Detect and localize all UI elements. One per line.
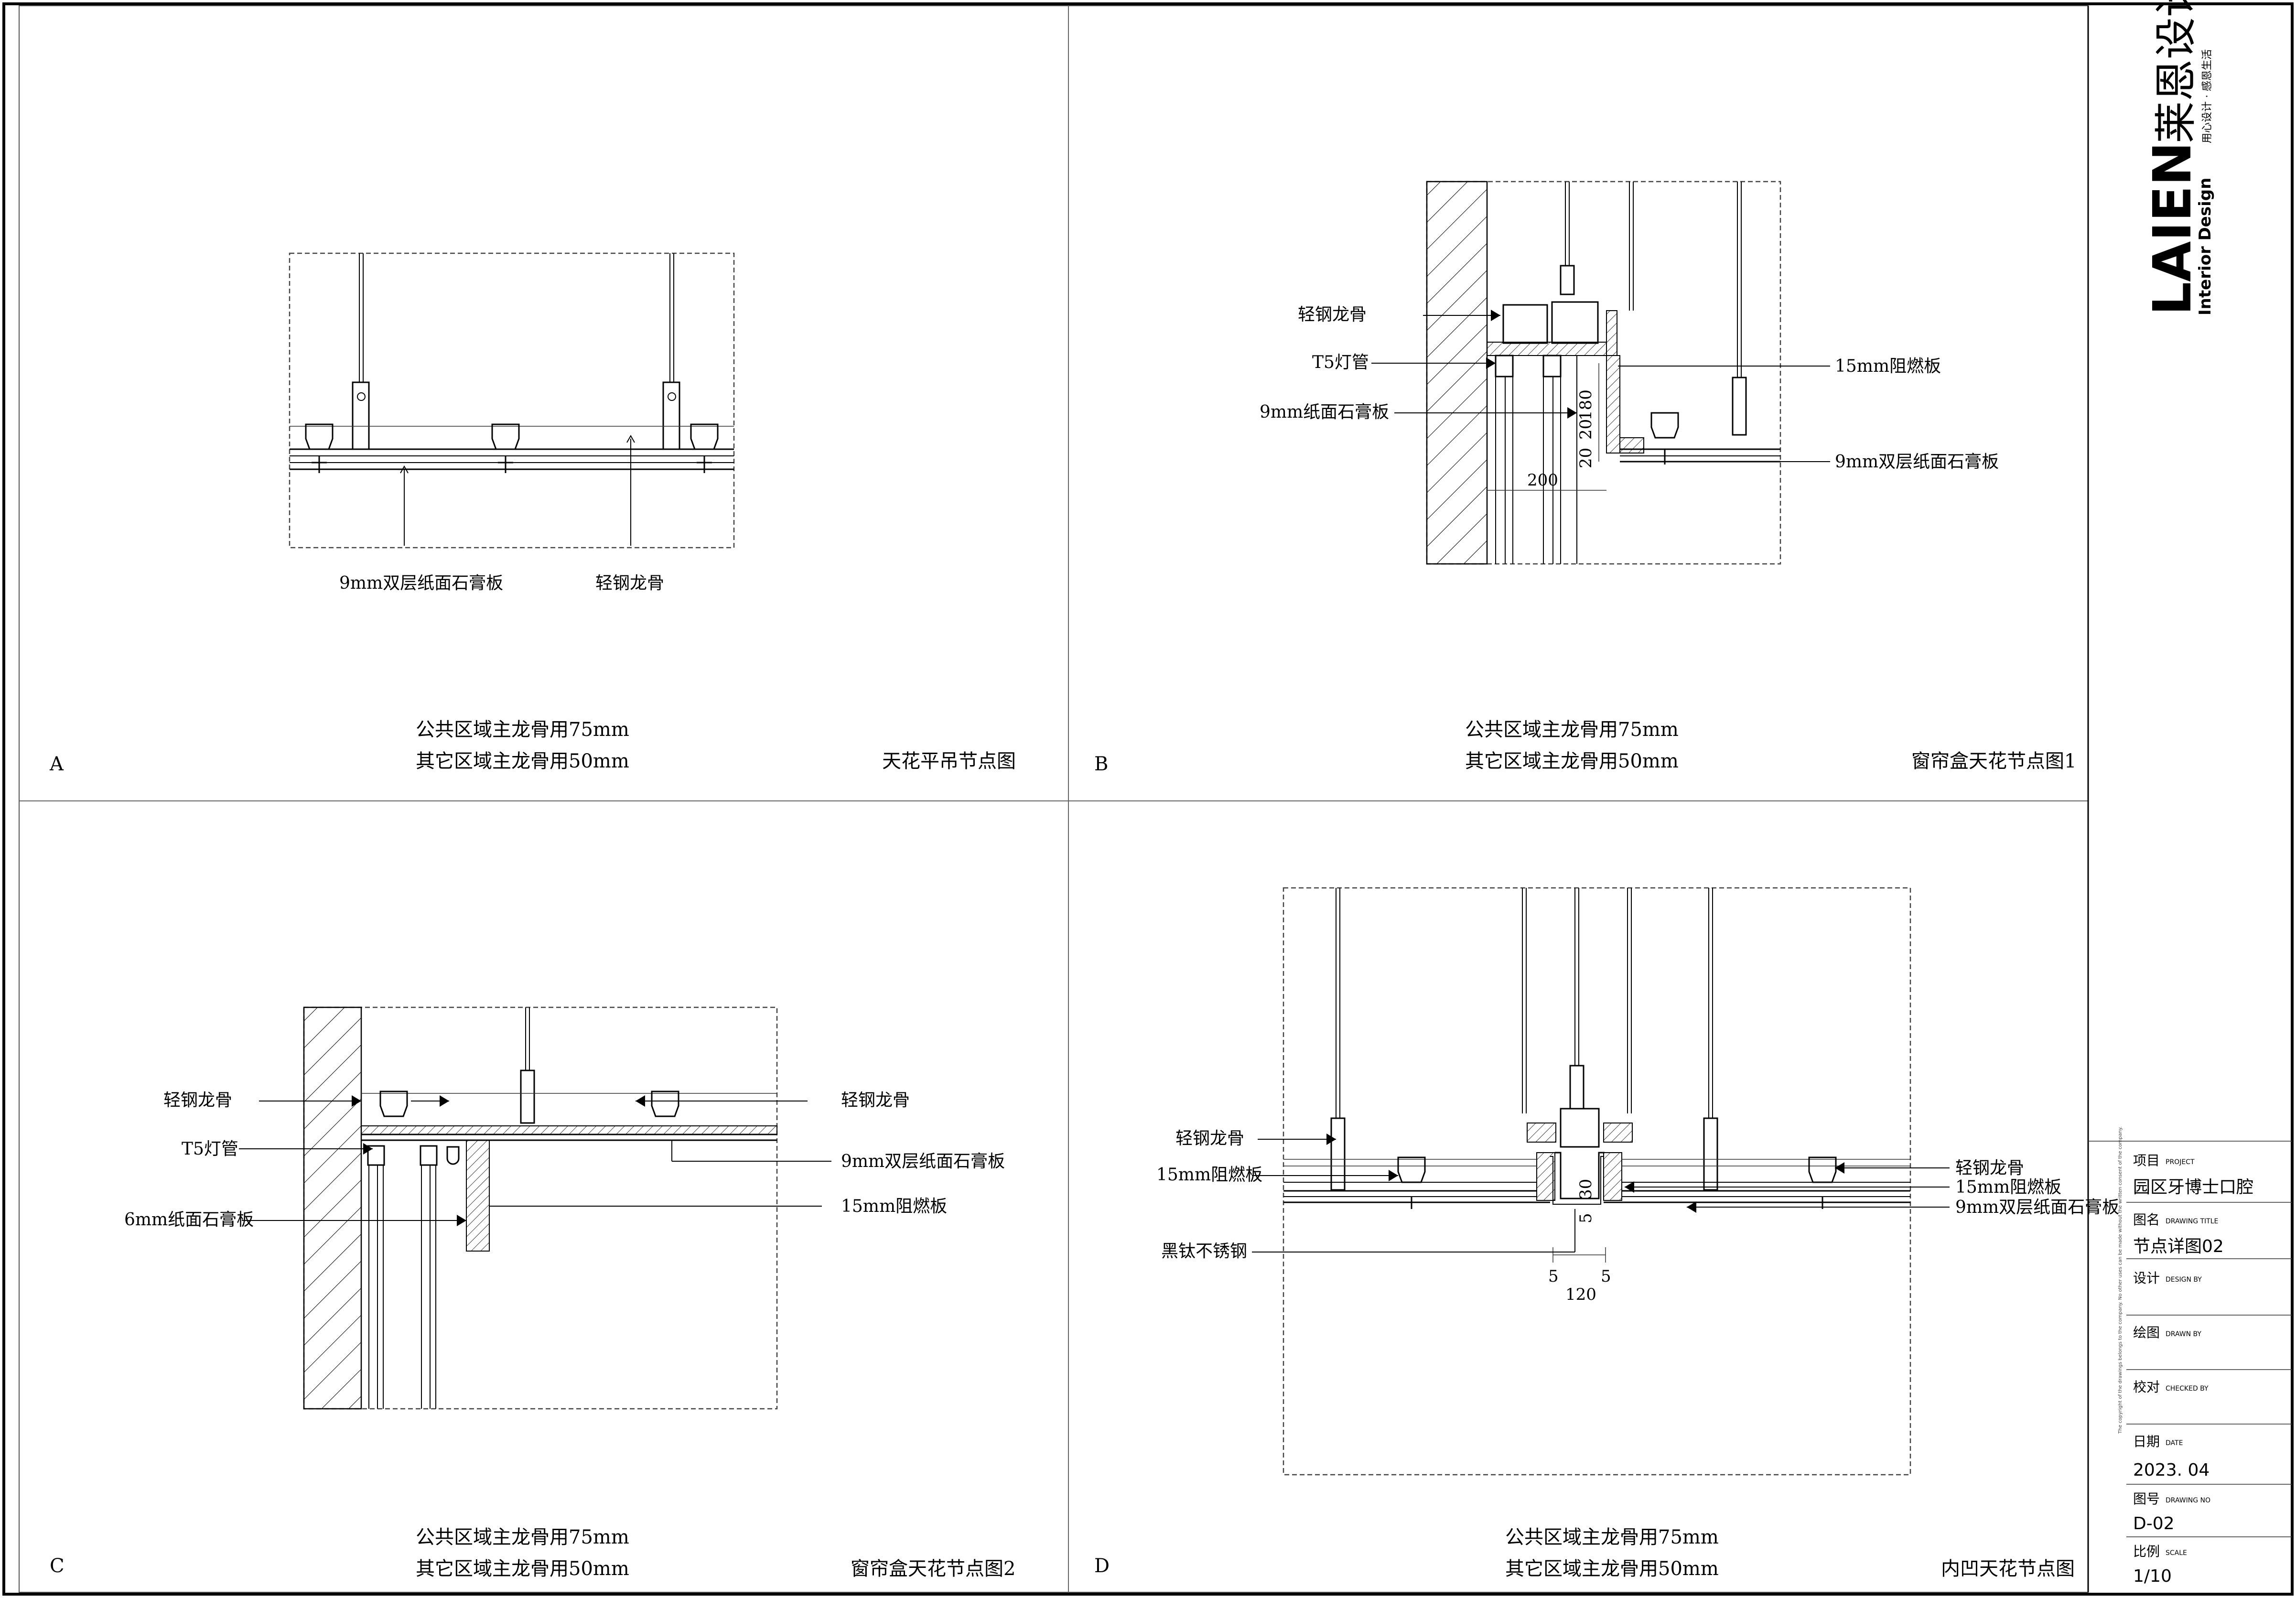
panel-a-hanger-right [662,253,680,450]
panel-b-label-t5: T5灯管 [1312,353,1369,372]
panel-a-letter: A [49,753,64,775]
drawing-no-label-en: DRAWING NO [2166,1497,2210,1504]
panel-d-label-fire-right: 15mm阻燃板 [1955,1177,2061,1197]
title-block: LAIEN 莱恩设计 Interior Design 用心设计 · 感恩生活 T… [2088,0,2292,1586]
panel-a-keel-clip-1 [305,423,334,473]
panel-d-label-fire-left: 15mm阻燃板 [1156,1165,1262,1185]
design-label-en: DESIGN BY [2166,1276,2202,1284]
project-label-en: PROJECT [2166,1158,2195,1166]
panel-b: 180 20 20 200 轻钢龙骨 T5灯管 9mm纸面石膏板 15mm阻燃板… [1094,181,2076,775]
date-label: 日期 [2133,1434,2160,1449]
panel-d-dim-5b: 5 [1601,1267,1611,1286]
panel-a-label-keel: 轻钢龙骨 [595,573,664,593]
panel-c-label-keel-right: 轻钢龙骨 [841,1091,910,1110]
project-value: 园区牙博士口腔 [2133,1177,2253,1197]
panel-b-dim-200: 200 [1527,471,1558,490]
date-value: 2023. 04 [2133,1460,2210,1480]
brand-logo: LAIEN 莱恩设计 Interior Design 用心设计 · 感恩生活 [2142,0,2215,315]
panel-d-dim-120: 120 [1565,1285,1596,1304]
drawing-title-label-en: DRAWING TITLE [2166,1218,2218,1225]
panel-b-label-board9double: 9mm双层纸面石膏板 [1835,452,1999,472]
panel-a-detail-boundary [289,252,735,549]
panel-d-label-keel-right: 轻钢龙骨 [1955,1158,2024,1178]
scale-label-en: SCALE [2166,1549,2187,1557]
brand-name-en: Interior Design [2196,178,2215,315]
panel-b-dim-20b: 20 [1576,448,1595,468]
checked-label-en: CHECKED BY [2166,1385,2209,1393]
panel-a-hanger-left [352,253,370,450]
drawing-no-value: D-02 [2133,1514,2175,1533]
brand-logo-text: LAIEN [2142,142,2203,315]
panel-d-dim-5-top: 5 [1576,1213,1595,1223]
drawing-title-label: 图名 [2133,1212,2160,1228]
panel-d-note-1: 公共区域主龙骨用75mm [1505,1526,1719,1548]
panel-c-label-keel-left: 轻钢龙骨 [163,1091,232,1110]
panel-b-dim-180: 180 [1576,389,1595,421]
panel-d-dim-5a: 5 [1548,1267,1559,1286]
panel-c-title: 窗帘盒天花节点图2 [851,1558,1015,1580]
panel-c-label-board9double: 9mm双层纸面石膏板 [841,1152,1005,1171]
panel-c-label-fire15: 15mm阻燃板 [841,1197,947,1216]
panel-a-label-board: 9mm双层纸面石膏板 [339,573,503,593]
drawn-label-en: DRAWN BY [2166,1330,2201,1338]
panel-b-label-board9: 9mm纸面石膏板 [1260,402,1389,422]
panel-b-label-keel: 轻钢龙骨 [1298,305,1367,324]
panel-a-keel-clip-2 [491,423,520,473]
drawing-no-label: 图号 [2133,1491,2160,1507]
panel-c-letter: C [50,1555,65,1577]
panel-d-title: 内凹天花节点图 [1941,1558,2075,1580]
copyright-note: The copyright of the drawings belongs to… [2118,1126,2123,1434]
panel-c-detail-boundary [303,1006,778,1410]
panel-a-note-1: 公共区域主龙骨用75mm [416,719,629,741]
panel-c-note-2: 其它区域主龙骨用50mm [416,1558,629,1580]
panel-b-note-1: 公共区域主龙骨用75mm [1465,719,1679,741]
panel-d-label-board-right: 9mm双层纸面石膏板 [1955,1198,2119,1217]
panel-c-label-board6: 6mm纸面石膏板 [124,1210,254,1230]
design-label: 设计 [2133,1270,2160,1286]
panel-a-keel-clip-3 [690,423,719,473]
panel-d: 30 5 5 5 120 轻钢龙骨 15mm阻燃板 黑钛不锈钢 轻钢龙骨 15m… [1094,887,2119,1580]
panel-b-dim-20a: 20 [1576,419,1595,440]
checked-label: 校对 [2133,1379,2160,1395]
scale-value: 1/10 [2133,1566,2172,1586]
panel-d-note-2: 其它区域主龙骨用50mm [1505,1558,1719,1580]
panel-b-title: 窗帘盒天花节点图1 [1911,750,2076,772]
panel-d-detail-boundary [1283,887,1911,1476]
panel-a-title: 天花平吊节点图 [882,750,1016,772]
panel-d-label-keel-left: 轻钢龙骨 [1175,1129,1244,1148]
panel-d-label-steel: 黑钛不锈钢 [1161,1242,1247,1261]
project-label: 项目 [2133,1153,2160,1168]
panel-c-label-t5: T5灯管 [182,1139,238,1159]
panel-d-letter: D [1094,1555,1110,1577]
brand-name-cn: 莱恩设计 [2151,0,2200,143]
panel-b-wall-hatch [1426,181,1488,565]
panel-a: 9mm双层纸面石膏板 轻钢龙骨 公共区域主龙骨用75mm 其它区域主龙骨用50m… [49,252,1016,775]
panel-c-note-1: 公共区域主龙骨用75mm [416,1526,629,1548]
date-label-en: DATE [2166,1439,2183,1447]
panel-d-dim-30: 30 [1576,1179,1595,1199]
drawn-label: 绘图 [2133,1325,2160,1340]
panel-c: 轻钢龙骨 轻钢龙骨 T5灯管 9mm双层纸面石膏板 6mm纸面石膏板 15mm阻… [50,1006,1015,1580]
brand-slogan: 用心设计 · 感恩生活 [2201,49,2213,143]
panel-b-note-2: 其它区域主龙骨用50mm [1465,750,1679,772]
panel-c-wall-hatch [303,1006,362,1410]
drawing-title-value: 节点详图02 [2133,1237,2224,1256]
panel-b-label-fire15: 15mm阻燃板 [1835,356,1941,376]
panel-b-letter: B [1094,753,1108,775]
panel-a-note-2: 其它区域主龙骨用50mm [416,750,629,772]
scale-label: 比例 [2133,1544,2160,1559]
